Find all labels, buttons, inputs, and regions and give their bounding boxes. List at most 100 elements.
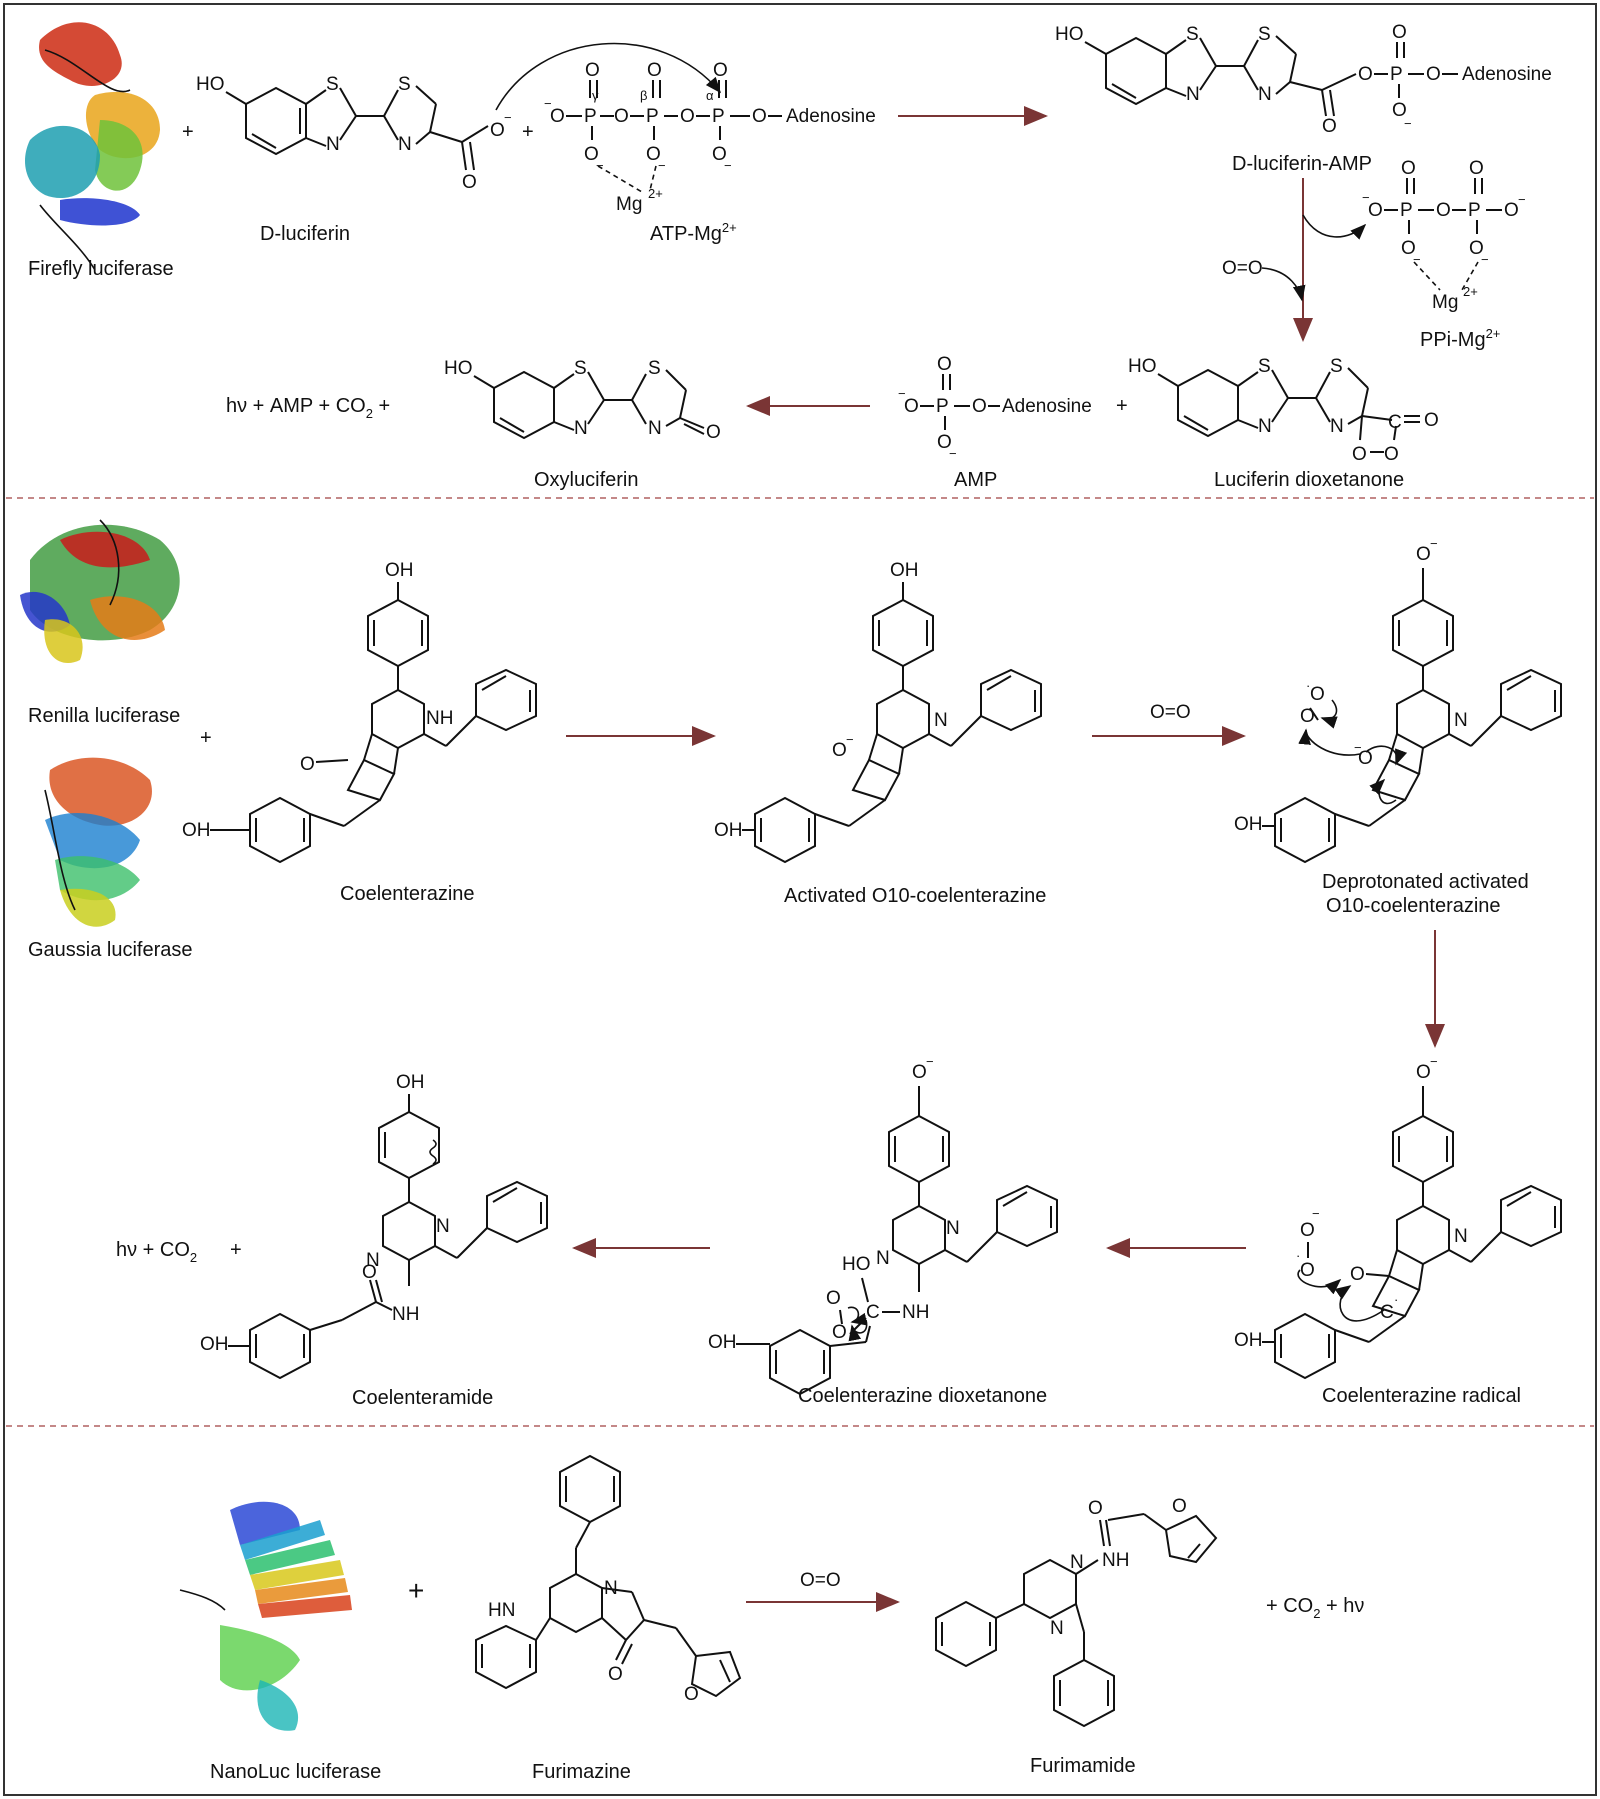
svg-text:HO: HO bbox=[842, 1254, 871, 1275]
svg-text:P: P bbox=[936, 396, 949, 417]
svg-text:C: C bbox=[866, 1302, 880, 1323]
svg-text:S: S bbox=[326, 74, 339, 95]
svg-text:N: N bbox=[934, 710, 948, 731]
svg-text:O: O bbox=[1088, 1498, 1103, 1519]
svg-text:−: − bbox=[544, 96, 552, 111]
oxygen-label: O=O bbox=[1222, 258, 1263, 279]
activated-o10-coelenterazine-structure: OH N O − OH bbox=[714, 560, 1042, 864]
coelenterazine-products: hν + CO2 bbox=[116, 1239, 197, 1265]
svg-text:2+: 2+ bbox=[648, 186, 663, 201]
svg-text:O: O bbox=[1368, 200, 1383, 221]
atp-mg-label: ATP-Mg2+ bbox=[650, 220, 737, 245]
svg-text:−: − bbox=[898, 386, 906, 401]
svg-text:P: P bbox=[712, 106, 725, 127]
renilla-luciferase-protein-image bbox=[20, 519, 180, 664]
svg-text:OH: OH bbox=[714, 820, 743, 841]
svg-text:−: − bbox=[1413, 252, 1421, 267]
svg-text:−: − bbox=[658, 158, 666, 173]
svg-text:−: − bbox=[1354, 740, 1362, 755]
gaussia-luciferase-label: Gaussia luciferase bbox=[28, 939, 193, 961]
svg-text:O: O bbox=[1352, 444, 1367, 465]
svg-text:S: S bbox=[648, 358, 661, 379]
svg-text:Adenosine: Adenosine bbox=[1002, 396, 1092, 417]
d-luciferin-amp-label: D-luciferin-AMP bbox=[1232, 153, 1372, 175]
svg-text:O: O bbox=[1401, 238, 1416, 259]
oxyluciferin-structure: HO S N S N O bbox=[444, 358, 721, 443]
furimazine-label: Furimazine bbox=[532, 1761, 631, 1783]
luciferin-dioxetanone-structure: HO S N S N O O C O bbox=[1128, 356, 1439, 465]
svg-text:O: O bbox=[706, 422, 721, 443]
coelenterazine-dioxetanone-label: Coelenterazine dioxetanone bbox=[798, 1385, 1047, 1407]
oxygen-label: O=O bbox=[1150, 702, 1191, 723]
plus-sign: + bbox=[182, 121, 194, 143]
svg-text:S: S bbox=[398, 74, 411, 95]
amp-structure: O − P O O − O Adenosine bbox=[898, 354, 1092, 461]
svg-text:S: S bbox=[1186, 24, 1199, 45]
svg-text:N: N bbox=[946, 1218, 960, 1239]
svg-text:O: O bbox=[1300, 1220, 1315, 1241]
furimazine-structure: N HN O O bbox=[475, 1454, 742, 1705]
svg-text:O: O bbox=[1322, 116, 1337, 137]
svg-text:N: N bbox=[1258, 416, 1272, 437]
svg-text:C: C bbox=[1388, 412, 1402, 433]
deprotonated-activated-coelenterazine-structure: O − N O − OH O · O bbox=[1234, 536, 1562, 864]
atp-mg-structure: O − P γ O O − O P β O O − O P α O O − O bbox=[544, 60, 876, 215]
svg-text:NH: NH bbox=[426, 708, 453, 729]
svg-text:P: P bbox=[584, 106, 597, 127]
svg-text:O: O bbox=[684, 1684, 699, 1705]
svg-text:OH: OH bbox=[385, 560, 414, 581]
svg-text:NH: NH bbox=[1102, 1550, 1129, 1571]
svg-text:P: P bbox=[646, 106, 659, 127]
svg-text:OH: OH bbox=[1234, 814, 1263, 835]
coelenterazine-radical-structure: O − N O C · OH O − O · bbox=[1234, 1054, 1562, 1380]
svg-text:O: O bbox=[1392, 100, 1407, 121]
oxygen-entry-arrow bbox=[1261, 267, 1306, 302]
svg-text:HO: HO bbox=[1055, 24, 1084, 45]
svg-text:Adenosine: Adenosine bbox=[786, 106, 876, 127]
svg-text:−: − bbox=[1404, 116, 1412, 131]
svg-text:O: O bbox=[826, 1288, 841, 1309]
svg-text:O: O bbox=[462, 172, 477, 193]
svg-text:O: O bbox=[752, 106, 767, 127]
svg-text:Adenosine: Adenosine bbox=[1462, 64, 1552, 85]
svg-text:−: − bbox=[1430, 1054, 1438, 1069]
svg-text:O: O bbox=[1416, 544, 1431, 565]
svg-text:C: C bbox=[1380, 1302, 1394, 1323]
plus-sign: + bbox=[522, 121, 534, 143]
svg-text:HO: HO bbox=[444, 358, 473, 379]
svg-text:NH: NH bbox=[902, 1302, 929, 1323]
svg-text:O: O bbox=[1469, 158, 1484, 179]
d-luciferin-amp-structure: HO S N S N O O P O O − O Adenosine bbox=[1055, 22, 1552, 137]
firefly-luciferase-label: Firefly luciferase bbox=[28, 258, 174, 280]
svg-text:O: O bbox=[937, 432, 952, 453]
svg-text:O: O bbox=[1424, 410, 1439, 431]
svg-text:O: O bbox=[1358, 64, 1373, 85]
svg-text:O: O bbox=[1300, 1260, 1315, 1281]
svg-text:−: − bbox=[846, 732, 854, 747]
svg-text:O: O bbox=[937, 354, 952, 375]
svg-text:O: O bbox=[712, 144, 727, 165]
plus-sign: + bbox=[1116, 395, 1128, 417]
activated-o10-coelenterazine-label: Activated O10-coelenterazine bbox=[784, 885, 1046, 907]
svg-text:O: O bbox=[1504, 200, 1519, 221]
coelenterazine-dioxetanone-structure: O − N N NH C HO O O OH bbox=[708, 1054, 1058, 1396]
svg-text:OH: OH bbox=[200, 1334, 229, 1355]
amp-label: AMP bbox=[954, 469, 997, 491]
plus-sign: + bbox=[408, 1575, 424, 1606]
plus-sign: + bbox=[230, 1239, 242, 1261]
furimamide-label: Furimamide bbox=[1030, 1755, 1136, 1777]
svg-text:S: S bbox=[1258, 24, 1271, 45]
coelenterazine-radical-label: Coelenterazine radical bbox=[1322, 1385, 1521, 1407]
svg-text:P: P bbox=[1390, 64, 1403, 85]
svg-text:O: O bbox=[680, 106, 695, 127]
svg-text:·: · bbox=[1394, 1292, 1398, 1307]
firefly-products: hν + AMP + CO2 + bbox=[226, 395, 390, 421]
svg-text:S: S bbox=[1330, 356, 1343, 377]
nucleophilic-attack-arrow bbox=[495, 42, 722, 111]
d-luciferin-structure: HO S N S N O O − bbox=[196, 74, 512, 193]
svg-text:−: − bbox=[926, 1054, 934, 1069]
svg-text:N: N bbox=[436, 1216, 450, 1237]
svg-text:O: O bbox=[608, 1664, 623, 1685]
svg-text:N: N bbox=[648, 418, 662, 439]
luciferin-dioxetanone-label: Luciferin dioxetanone bbox=[1214, 469, 1404, 491]
